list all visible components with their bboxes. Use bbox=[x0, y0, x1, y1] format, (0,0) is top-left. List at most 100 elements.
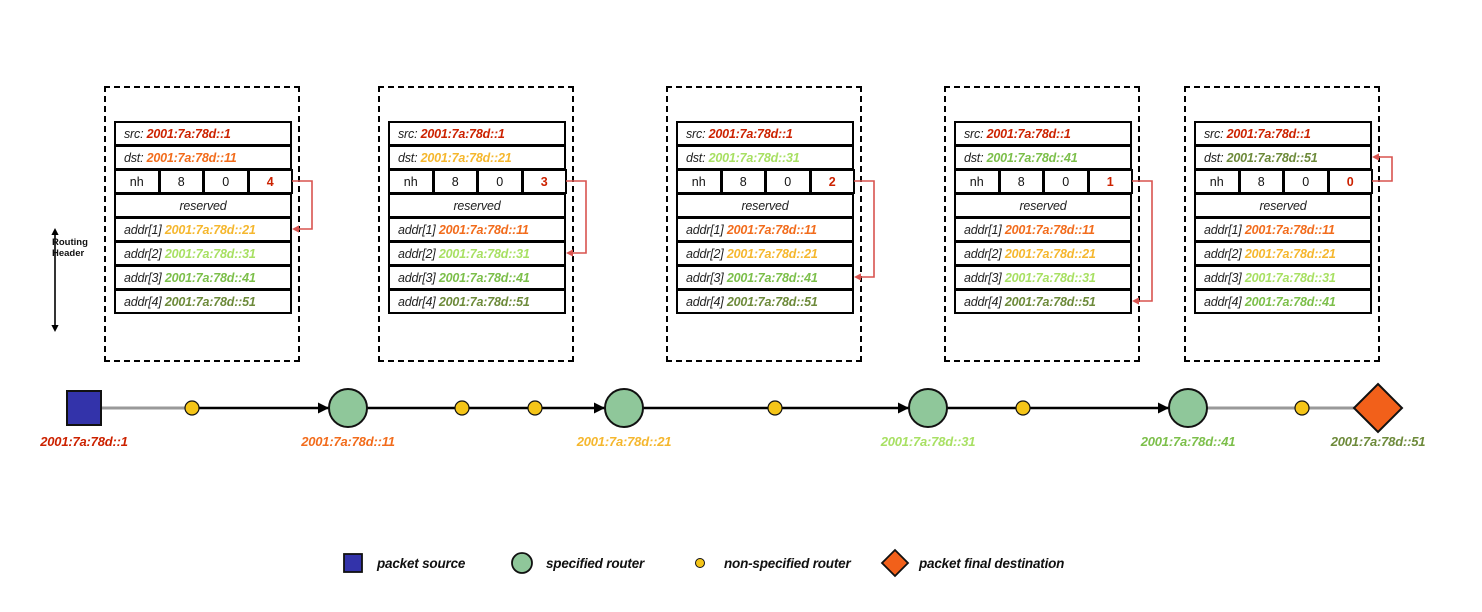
addr-value-2: 2001:7a:78d::21 bbox=[1244, 246, 1336, 261]
addr-value-3: 2001:7a:78d::41 bbox=[726, 270, 818, 285]
non-specified-router-node[interactable] bbox=[767, 400, 783, 416]
addr-row-4: addr[4] 2001:7a:78d::51 bbox=[114, 289, 292, 314]
addr-value-4: 2001:7a:78d::41 bbox=[1244, 294, 1336, 309]
src-address: 2001:7a:78d::1 bbox=[420, 126, 505, 141]
non-specified-router-node[interactable] bbox=[184, 400, 200, 416]
src-row: src: 2001:7a:78d::1 bbox=[388, 121, 566, 146]
addr-value-2: 2001:7a:78d::21 bbox=[1004, 246, 1096, 261]
legend-dot-icon bbox=[695, 558, 705, 568]
addr-row-3: addr[3] 2001:7a:78d::31 bbox=[954, 265, 1132, 290]
packet-destination-node[interactable] bbox=[1352, 382, 1404, 434]
addr-row-2: addr[2] 2001:7a:78d::21 bbox=[954, 241, 1132, 266]
addr-row-3: addr[3] 2001:7a:78d::41 bbox=[114, 265, 292, 290]
segments-left-field: 3 bbox=[521, 169, 567, 194]
segments-left-field: 2 bbox=[809, 169, 855, 194]
dst-address: 2001:7a:78d::51 bbox=[1226, 150, 1318, 165]
node-address-label: 2001:7a:78d::51 bbox=[1330, 434, 1426, 449]
addr-value-1: 2001:7a:78d::11 bbox=[438, 222, 529, 237]
hdr-ext-len-field: 8 bbox=[720, 169, 766, 194]
addr-value-2: 2001:7a:78d::21 bbox=[726, 246, 818, 261]
non-specified-router-node[interactable] bbox=[454, 400, 470, 416]
non-specified-router-node[interactable] bbox=[1294, 400, 1310, 416]
addr-row-1: addr[1] 2001:7a:78d::11 bbox=[676, 217, 854, 242]
node-address-label: 2001:7a:78d::41 bbox=[1140, 434, 1236, 449]
specified-router-node[interactable] bbox=[1168, 388, 1208, 428]
legend-square-icon bbox=[343, 553, 363, 573]
reserved-row: reserved bbox=[114, 193, 292, 218]
dst-address: 2001:7a:78d::41 bbox=[986, 150, 1078, 165]
legend-label: packet final destination bbox=[919, 555, 1065, 571]
addr-value-2: 2001:7a:78d::31 bbox=[438, 246, 530, 261]
non-specified-router-node[interactable] bbox=[527, 400, 543, 416]
src-row: src: 2001:7a:78d::1 bbox=[676, 121, 854, 146]
segments-left-field: 1 bbox=[1087, 169, 1133, 194]
non-specified-router-node[interactable] bbox=[1015, 400, 1031, 416]
routing-type-field: 0 bbox=[1043, 169, 1089, 194]
addr-row-1: addr[1] 2001:7a:78d::11 bbox=[954, 217, 1132, 242]
legend-circle-icon bbox=[511, 552, 533, 574]
legend-diamond-icon bbox=[880, 548, 910, 578]
reserved-row: reserved bbox=[388, 193, 566, 218]
legend-item: non-specified router bbox=[685, 548, 851, 578]
legend-item: packet source bbox=[338, 548, 465, 578]
addr-value-4: 2001:7a:78d::51 bbox=[164, 294, 256, 309]
dst-address: 2001:7a:78d::21 bbox=[420, 150, 512, 165]
segments-left-field: 4 bbox=[247, 169, 293, 194]
specified-router-node[interactable] bbox=[604, 388, 644, 428]
addr-row-3: addr[3] 2001:7a:78d::41 bbox=[676, 265, 854, 290]
dst-row: dst: 2001:7a:78d::41 bbox=[954, 145, 1132, 170]
nh-field: nh bbox=[1194, 169, 1240, 194]
src-row: src: 2001:7a:78d::1 bbox=[954, 121, 1132, 146]
packet-source-node[interactable] bbox=[66, 390, 102, 426]
nh-field: nh bbox=[954, 169, 1000, 194]
dst-row: dst: 2001:7a:78d::31 bbox=[676, 145, 854, 170]
routing-header-line1: Routing bbox=[52, 237, 88, 248]
hdr-ext-len-field: 8 bbox=[1238, 169, 1284, 194]
nh-field: nh bbox=[676, 169, 722, 194]
dst-row: dst: 2001:7a:78d::51 bbox=[1194, 145, 1372, 170]
specified-router-node[interactable] bbox=[328, 388, 368, 428]
addr-row-4: addr[4] 2001:7a:78d::41 bbox=[1194, 289, 1372, 314]
specified-router-node[interactable] bbox=[908, 388, 948, 428]
addr-row-2: addr[2] 2001:7a:78d::21 bbox=[676, 241, 854, 266]
src-row: src: 2001:7a:78d::1 bbox=[1194, 121, 1372, 146]
legend-item: packet final destination bbox=[880, 548, 1064, 578]
src-address: 2001:7a:78d::1 bbox=[986, 126, 1071, 141]
dst-row: dst: 2001:7a:78d::11 bbox=[114, 145, 292, 170]
src-row: src: 2001:7a:78d::1 bbox=[114, 121, 292, 146]
node-address-label: 2001:7a:78d::11 bbox=[301, 434, 395, 449]
legend: packet source specified router non-specifi… bbox=[0, 548, 1482, 588]
legend-label: specified router bbox=[546, 555, 645, 571]
addr-row-4: addr[4] 2001:7a:78d::51 bbox=[954, 289, 1132, 314]
node-address-label: 2001:7a:78d::1 bbox=[40, 434, 128, 449]
nh-field: nh bbox=[114, 169, 160, 194]
network-topology bbox=[66, 382, 1404, 434]
legend-item: specified router bbox=[507, 548, 644, 578]
addr-value-1: 2001:7a:78d::11 bbox=[1004, 222, 1095, 237]
addr-value-3: 2001:7a:78d::41 bbox=[438, 270, 530, 285]
addr-value-3: 2001:7a:78d::41 bbox=[164, 270, 256, 285]
routing-type-field: 0 bbox=[203, 169, 249, 194]
link-arrowhead bbox=[318, 402, 329, 414]
addr-value-1: 2001:7a:78d::11 bbox=[1244, 222, 1335, 237]
reserved-row: reserved bbox=[676, 193, 854, 218]
src-address: 2001:7a:78d::1 bbox=[1226, 126, 1311, 141]
addr-value-1: 2001:7a:78d::11 bbox=[726, 222, 817, 237]
legend-label: packet source bbox=[377, 555, 466, 571]
addr-row-1: addr[1] 2001:7a:78d::11 bbox=[388, 217, 566, 242]
addr-value-1: 2001:7a:78d::21 bbox=[164, 222, 256, 237]
hdr-ext-len-field: 8 bbox=[998, 169, 1044, 194]
routing-header-line2: Header bbox=[52, 247, 85, 259]
